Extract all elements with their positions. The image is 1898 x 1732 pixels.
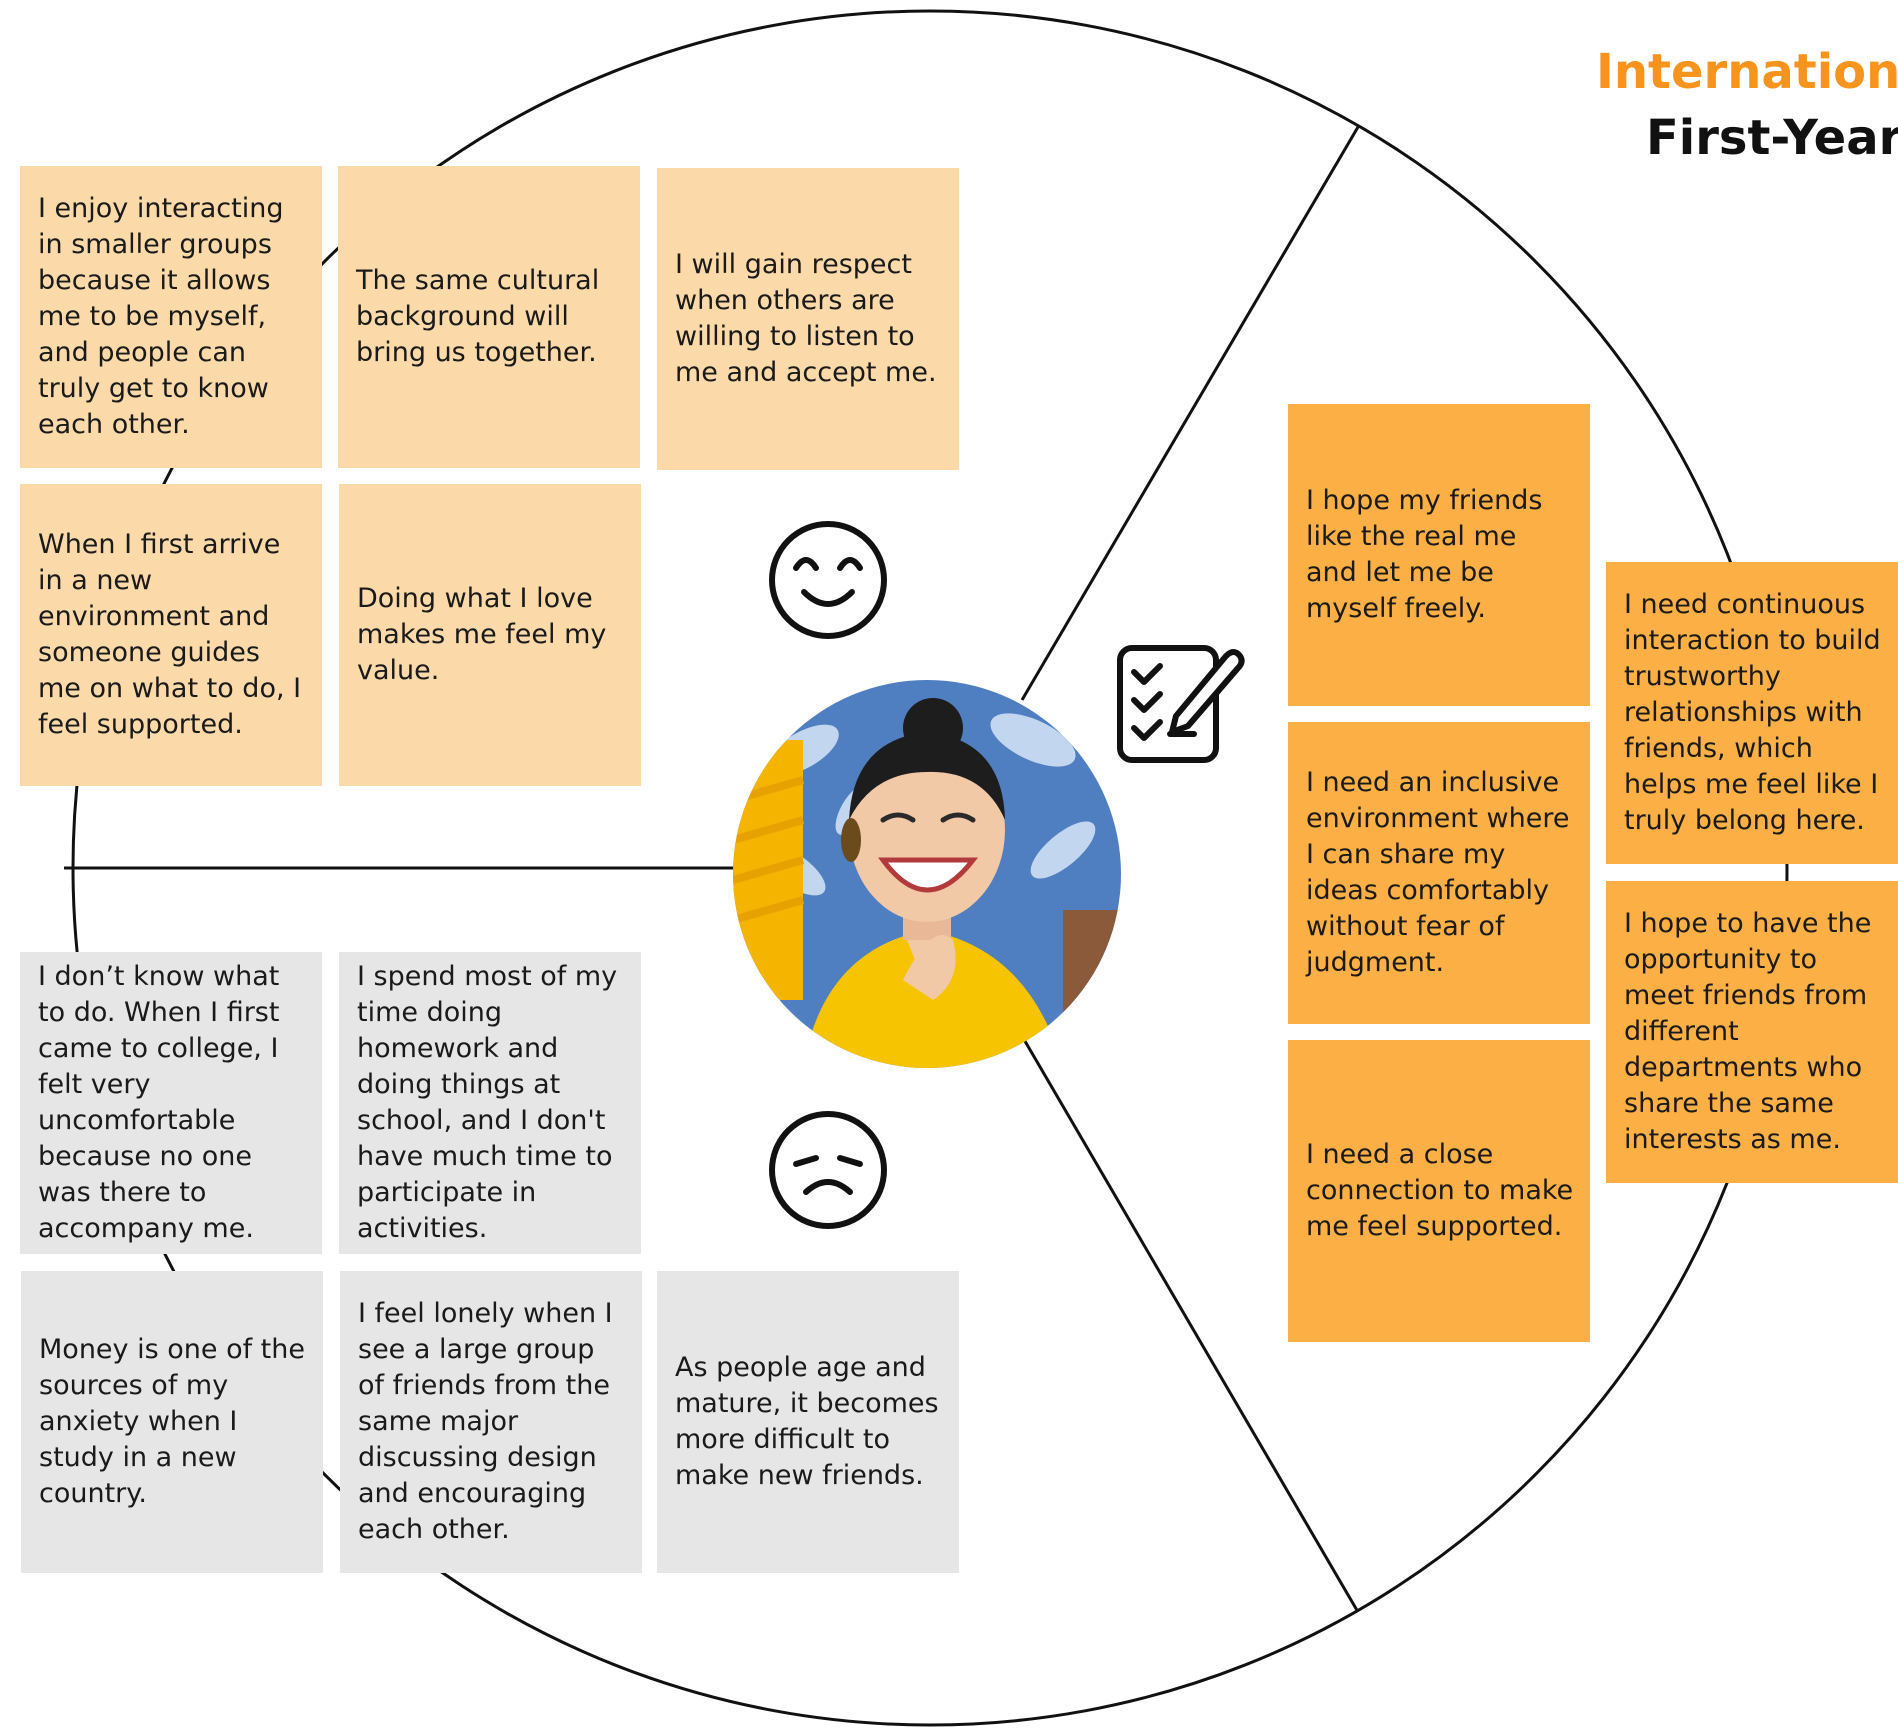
sticky-note-negative: I feel lonely when I see a large group o…: [340, 1271, 642, 1573]
sticky-note-positive: Doing what I love makes me feel my value…: [339, 484, 641, 786]
divider-lower-diagonal: [1020, 1035, 1360, 1613]
sticky-note-positive: I will gain respect when others are will…: [657, 168, 959, 470]
sticky-note-positive: The same cultural background will bring …: [338, 166, 640, 468]
frowning-face-icon: [769, 1111, 887, 1229]
divider-upper-diagonal: [1020, 126, 1360, 701]
sticky-note-need: I need continuous interaction to build t…: [1606, 562, 1898, 864]
persona-photo: [733, 680, 1121, 1068]
sticky-note-negative: Money is one of the sources of my anxiet…: [21, 1271, 323, 1573]
title-line-2: First-Year: [1646, 110, 1898, 166]
sticky-note-negative: I spend most of my time doing homework a…: [339, 952, 641, 1254]
sticky-note-need: I hope to have the opportunity to meet f…: [1606, 881, 1898, 1183]
title-line-1: Internationa: [1596, 44, 1898, 100]
sticky-note-negative: I don’t know what to do. When I first ca…: [20, 952, 322, 1254]
sticky-note-need: I need an inclusive environment where I …: [1288, 722, 1590, 1024]
smiling-face-icon: [769, 521, 887, 639]
sticky-note-positive: When I first arrive in a new environment…: [20, 484, 322, 786]
sticky-note-positive: I enjoy interacting in smaller groups be…: [20, 166, 322, 468]
sticky-note-negative: As people age and mature, it becomes mor…: [657, 1271, 959, 1573]
sticky-note-need: I hope my friends like the real me and l…: [1288, 404, 1590, 706]
checklist-icon: [1117, 645, 1245, 763]
sticky-note-need: I need a close connection to make me fee…: [1288, 1040, 1590, 1342]
